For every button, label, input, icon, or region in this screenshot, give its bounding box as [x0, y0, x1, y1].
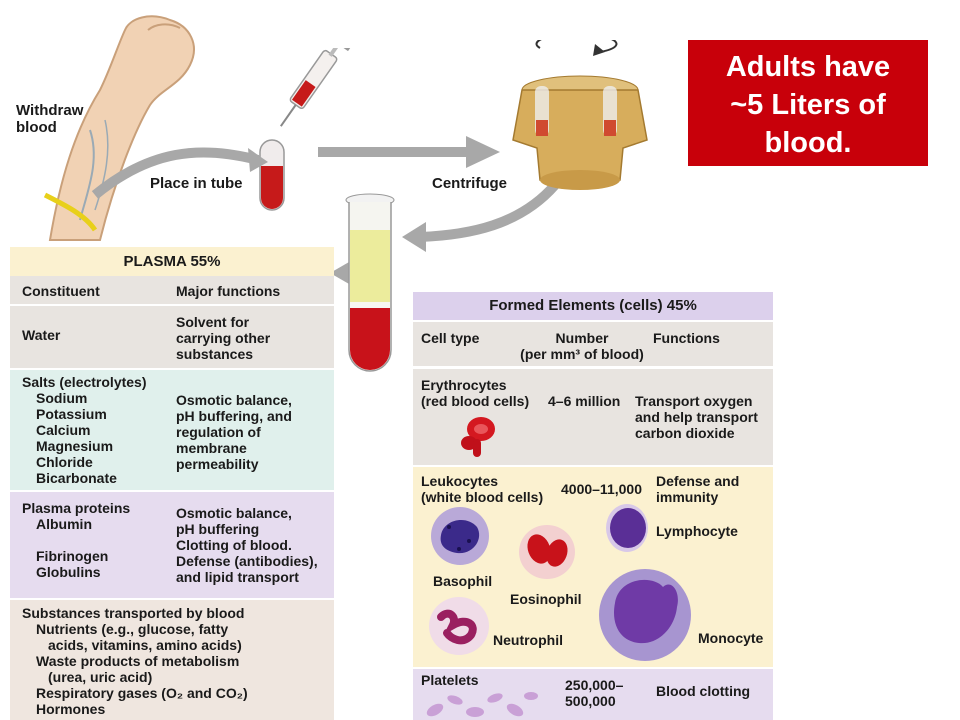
arm-illustration [43, 15, 195, 241]
platelets-number-2: 500,000 [565, 693, 616, 709]
substance-nutrients-2: acids, vitamins, amino acids) [48, 637, 242, 653]
col-number-1: Number [555, 330, 609, 346]
platelets-name: Platelets [421, 672, 479, 688]
red-blood-cell-icon [461, 417, 495, 457]
leukocytes-number: 4000–11,000 [561, 481, 642, 497]
plasma-header: PLASMA 55% [10, 247, 334, 276]
formed-row-platelets: Platelets 250,000– 500,000 Blood clottin… [413, 669, 773, 720]
col-constituent: Constituent [22, 283, 100, 299]
protein-fibrinogen: Fibrinogen [36, 548, 109, 564]
formed-row-erythrocytes: Erythrocytes (red blood cells) 4–6 milli… [413, 369, 773, 465]
substance-waste-2: (urea, uric acid) [48, 669, 153, 685]
salts-func-3: regulation of [176, 424, 261, 440]
leukocytes-name-2: (white blood cells) [421, 489, 544, 505]
salt-magnesium: Magnesium [36, 438, 114, 454]
substance-gases: Respiratory gases (O₂ and CO₂) [36, 685, 248, 701]
formed-title: Formed Elements (cells) 45% [489, 297, 697, 314]
callout-line2: ~5 Liters of [730, 89, 886, 121]
withdraw-label: Withdraw blood [16, 102, 83, 136]
col-cell-type: Cell type [421, 330, 480, 346]
callout-line3: blood. [764, 127, 852, 159]
proteins-func-4: Defense (antibodies), [176, 553, 318, 569]
monocyte-label: Monocyte [698, 630, 764, 646]
neutrophil-icon [429, 597, 489, 655]
blood-volume-callout: Adults have ~5 Liters of blood. [688, 40, 928, 166]
substance-hormones: Hormones [36, 701, 106, 717]
formed-column-headers: Cell type Number (per mm³ of blood) Func… [413, 322, 773, 366]
col-functions: Functions [653, 330, 720, 346]
lymphocyte-label: Lymphocyte [656, 523, 738, 539]
plasma-row-substances: Substances transported by blood Nutrient… [10, 600, 334, 720]
water-func-1: Solvent for [176, 314, 250, 330]
substance-waste-1: Waste products of metabolism [36, 653, 240, 669]
salts-func-4: membrane [176, 440, 247, 456]
proteins-func-1: Osmotic balance, [176, 505, 292, 521]
water-label: Water [22, 327, 61, 343]
salt-calcium: Calcium [36, 422, 91, 438]
proteins-func-2: pH buffering [176, 521, 260, 537]
erythrocytes-name-1: Erythrocytes [421, 377, 507, 393]
substances-label: Substances transported by blood [22, 605, 245, 621]
plasma-row-water: Water Solvent for carrying other substan… [10, 306, 334, 368]
separated-blood-tube [345, 193, 395, 372]
basophil-icon [431, 507, 489, 565]
lymphocyte-icon [606, 504, 648, 552]
withdraw-line2: blood [16, 119, 57, 136]
basophil-label: Basophil [433, 573, 493, 589]
salt-bicarbonate: Bicarbonate [36, 470, 117, 486]
formed-header: Formed Elements (cells) 45% [413, 292, 773, 320]
salt-chloride: Chloride [36, 454, 93, 470]
leukocytes-name-1: Leukocytes [421, 473, 499, 489]
salts-label: Salts (electrolytes) [22, 374, 147, 390]
proteins-label: Plasma proteins [22, 500, 131, 516]
neutrophil-label: Neutrophil [493, 632, 563, 648]
protein-albumin: Albumin [36, 516, 92, 532]
water-func-3: substances [176, 346, 254, 362]
protein-globulins: Globulins [36, 564, 101, 580]
platelets-func: Blood clotting [656, 683, 751, 699]
water-func-2: carrying other [176, 330, 271, 346]
monocyte-icon [599, 569, 691, 661]
centrifuge-illustration [512, 40, 648, 190]
erythrocytes-name-2: (red blood cells) [421, 393, 530, 409]
plasma-title: PLASMA 55% [123, 253, 221, 270]
erythrocytes-func-2: and help transport [635, 409, 758, 425]
col-major-functions: Major functions [176, 283, 281, 299]
leukocytes-func-2: immunity [656, 489, 719, 505]
callout-line1: Adults have [725, 51, 891, 83]
erythrocytes-func-3: carbon dioxide [635, 425, 735, 441]
plasma-row-proteins: Plasma proteins Albumin Fibrinogen Globu… [10, 492, 334, 598]
plasma-column-headers: Constituent Major functions [10, 276, 334, 304]
salt-sodium: Sodium [36, 390, 88, 406]
salts-func-2: pH buffering, and [176, 408, 292, 424]
platelets-icon [426, 692, 538, 717]
eosinophil-label: Eosinophil [510, 591, 582, 607]
proteins-func-3: Clotting of blood. [176, 537, 292, 553]
erythrocytes-number: 4–6 million [548, 393, 621, 409]
salts-func-5: permeability [176, 456, 259, 472]
place-in-tube-label: Place in tube [150, 175, 243, 192]
eosinophil-icon [519, 525, 575, 579]
centrifuge-label: Centrifuge [432, 175, 507, 192]
leukocytes-func-1: Defense and [656, 473, 740, 489]
salt-potassium: Potassium [36, 406, 107, 422]
syringe-tube-illustration [259, 48, 351, 211]
substance-nutrients-1: Nutrients (e.g., glucose, fatty [36, 621, 229, 637]
col-number-2: (per mm³ of blood) [520, 346, 644, 362]
erythrocytes-func-1: Transport oxygen [635, 393, 753, 409]
plasma-row-salts: Salts (electrolytes) Sodium Potassium Ca… [10, 370, 334, 490]
withdraw-line1: Withdraw [16, 102, 84, 119]
platelets-number-1: 250,000– [565, 677, 624, 693]
proteins-func-5: and lipid transport [176, 569, 299, 585]
formed-row-leukocytes: Leukocytes (white blood cells) 4000–11,0… [413, 467, 773, 667]
salts-func-1: Osmotic balance, [176, 392, 292, 408]
